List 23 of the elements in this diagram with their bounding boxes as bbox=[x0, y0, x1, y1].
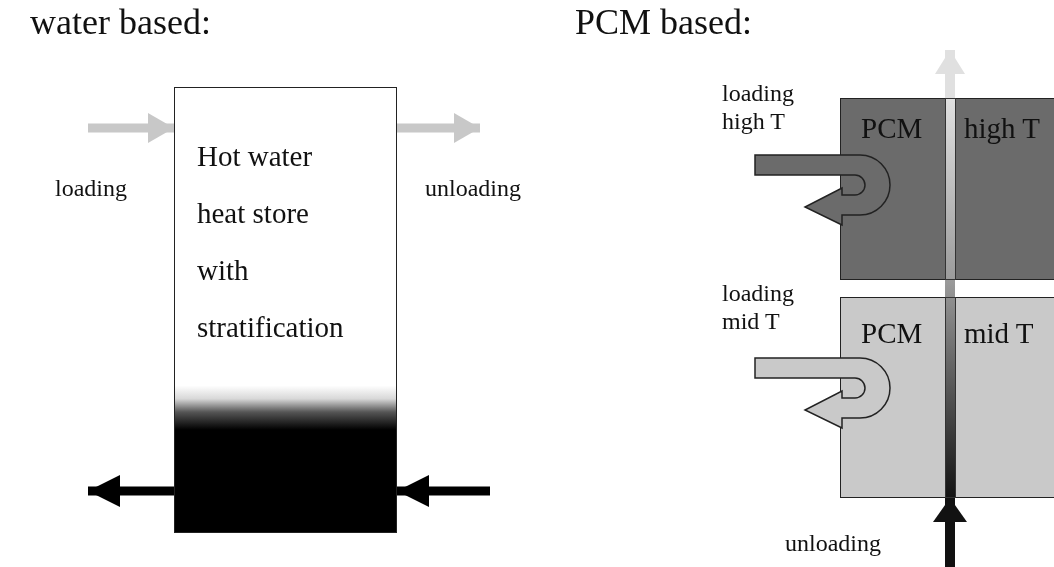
node-text: Hot water heat store with stratification bbox=[197, 139, 345, 345]
edge-label: unloading bbox=[425, 175, 521, 203]
arrow bbox=[397, 475, 490, 507]
node-text: mid T bbox=[964, 316, 1034, 351]
arrow bbox=[88, 475, 174, 507]
arrow bbox=[935, 50, 965, 98]
u-turn-arrow bbox=[754, 357, 891, 429]
arrow bbox=[397, 113, 480, 143]
water-tank bbox=[174, 87, 397, 533]
pcm-block bbox=[840, 297, 1054, 498]
arrow bbox=[88, 113, 174, 143]
node-text: PCM bbox=[861, 316, 923, 351]
edge-label: loading mid T bbox=[722, 280, 795, 336]
section-heading: water based: bbox=[30, 2, 211, 44]
edge-label: unloading bbox=[785, 530, 881, 558]
node-text: high T bbox=[964, 111, 1040, 146]
edge-label: loading bbox=[55, 175, 127, 203]
u-turn-arrow bbox=[754, 154, 891, 226]
node-text: PCM bbox=[861, 111, 923, 146]
edge-label: loading high T bbox=[722, 80, 795, 136]
pcm-block bbox=[840, 98, 1054, 280]
section-heading: PCM based: bbox=[575, 2, 752, 44]
arrow bbox=[933, 498, 967, 567]
